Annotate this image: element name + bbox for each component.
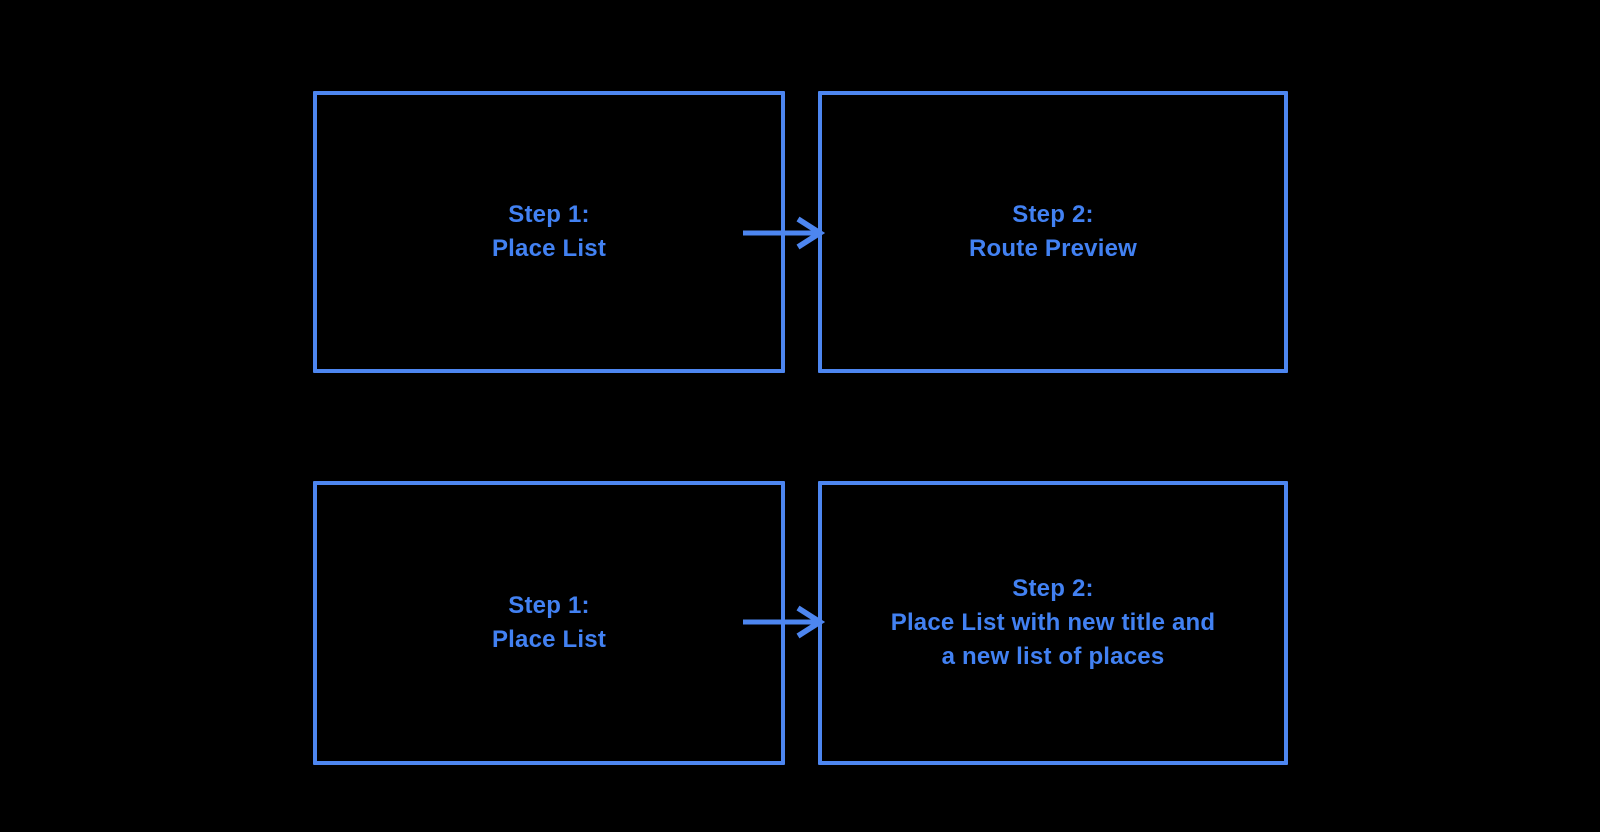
flow2-source-box-place-list: Step 1: Place List — [313, 481, 785, 765]
label-line: Place List with new title and — [890, 609, 1216, 636]
flow2-source-label: Step 1: Place List — [492, 589, 606, 657]
flow1-source-label: Step 1: Place List — [492, 198, 606, 266]
label-line: Step 1: — [508, 201, 590, 228]
label-line: Step 2: — [1012, 201, 1094, 228]
flow1-target-label: Step 2: Route Preview — [969, 198, 1137, 266]
flow2-arrow-icon — [743, 605, 826, 639]
flow2-target-label: Step 2: Place List with new title and a … — [891, 572, 1216, 674]
flow1-target-box-route-preview: Step 2: Route Preview — [818, 91, 1288, 373]
label-line: Step 2: — [1012, 575, 1094, 602]
label-line: Step 1: — [508, 592, 590, 619]
label-line: Place List — [491, 235, 607, 262]
label-line: Route Preview — [969, 235, 1137, 262]
label-line: a new list of places — [941, 643, 1165, 670]
flow1-source-box-place-list: Step 1: Place List — [313, 91, 785, 373]
flow2-target-box-new-place-list: Step 2: Place List with new title and a … — [818, 481, 1288, 765]
label-line: Place List — [491, 626, 607, 653]
flow1-arrow-icon — [743, 216, 826, 250]
